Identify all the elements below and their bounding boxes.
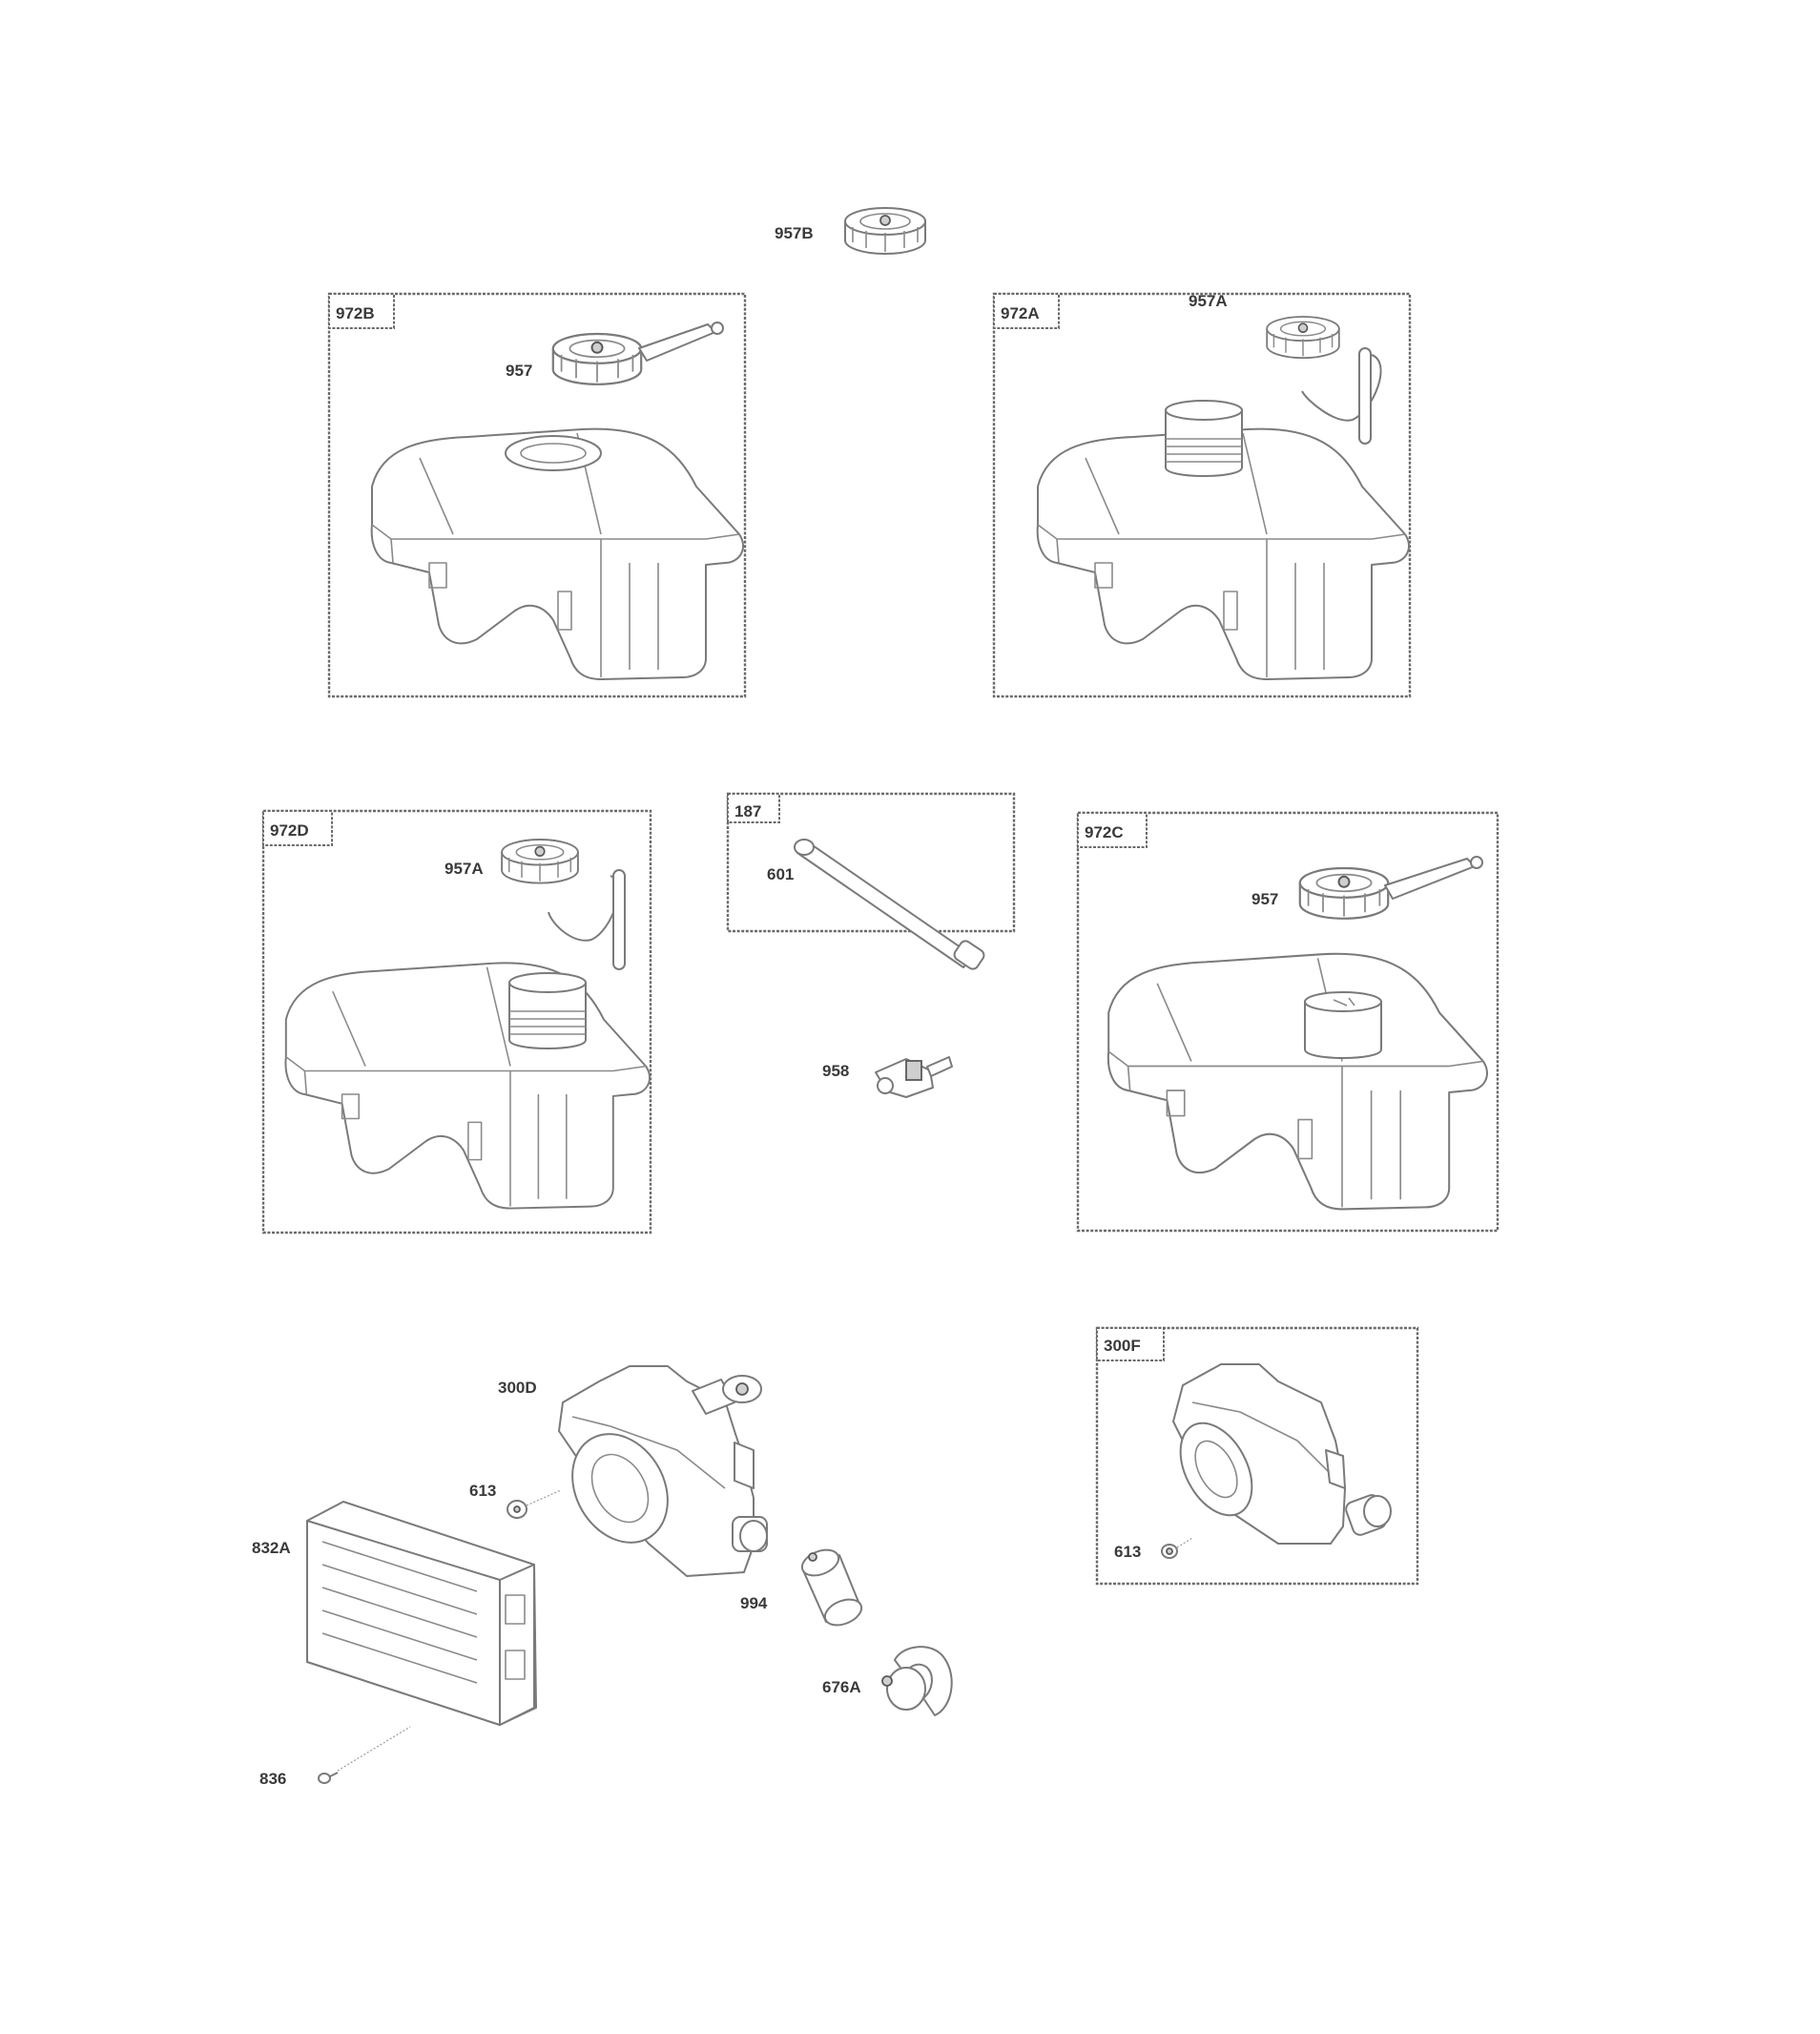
part-836-screw[interactable]: 836 [259,1726,411,1788]
part-957-fuel-cap-tether[interactable]: 957 [1251,856,1483,920]
part-957B-fuel-cap[interactable]: 957B [775,207,926,255]
group-972A[interactable]: 972A 957A [992,292,1412,698]
part-676A-clamp[interactable]: 676A [822,1646,953,1716]
part-957A-fuel-cap-with-tether[interactable]: 957A [1189,292,1382,445]
group-300F[interactable]: 300F 613 [1095,1326,1419,1586]
callout-957A-972D: 957A [445,860,484,878]
muffler-icon [1172,1363,1392,1545]
part-601-fuel-line[interactable]: 601 [767,839,986,971]
group-tag-972D: 972D [270,821,309,840]
callout-300D: 300D [498,1379,537,1397]
group-187[interactable]: 187 601 [726,792,1016,971]
callout-836: 836 [259,1770,286,1788]
group-tag-972C: 972C [1085,823,1124,841]
part-958-fuel-shutoff-valve[interactable]: 958 [822,1056,953,1098]
callout-957-972C: 957 [1251,890,1278,908]
part-613-screw[interactable]: 613 [1114,1537,1193,1561]
part-994-outlet[interactable]: 994 [740,1545,865,1629]
callout-957-972B: 957 [506,362,532,380]
part-832A-muffler-guard[interactable]: 832A [252,1501,537,1726]
callout-957A-972A: 957A [1189,292,1228,310]
part-300D-muffler[interactable]: 300D [498,1365,768,1577]
group-tag-972A: 972A [1001,304,1040,322]
callout-832A: 832A [252,1539,291,1557]
group-tag-187: 187 [734,802,761,820]
callout-957B: 957B [775,224,814,242]
group-972D[interactable]: 972D 957A [261,809,652,1235]
part-613-screw[interactable]: 613 [469,1482,562,1519]
tank-filler-neck [1304,991,1382,1059]
callout-676A: 676A [822,1678,861,1696]
group-972B[interactable]: 972B 957 [327,292,747,698]
callout-613-left: 613 [469,1482,496,1500]
group-tag-972B: 972B [336,304,375,322]
callout-994: 994 [740,1594,768,1612]
callout-958: 958 [822,1062,849,1080]
fuel-tank-icon [284,962,651,1210]
part-957A-fuel-cap-with-tether[interactable]: 957A [445,839,626,970]
group-972C[interactable]: 972C 957 [1076,811,1499,1233]
callout-613-300F: 613 [1114,1543,1141,1561]
part-957-fuel-cap-tether[interactable]: 957 [506,322,724,385]
fuel-tank-icon [370,427,745,680]
callout-601: 601 [767,865,794,883]
fuel-tank-icon [1106,952,1489,1211]
group-tag-300F: 300F [1104,1337,1141,1355]
